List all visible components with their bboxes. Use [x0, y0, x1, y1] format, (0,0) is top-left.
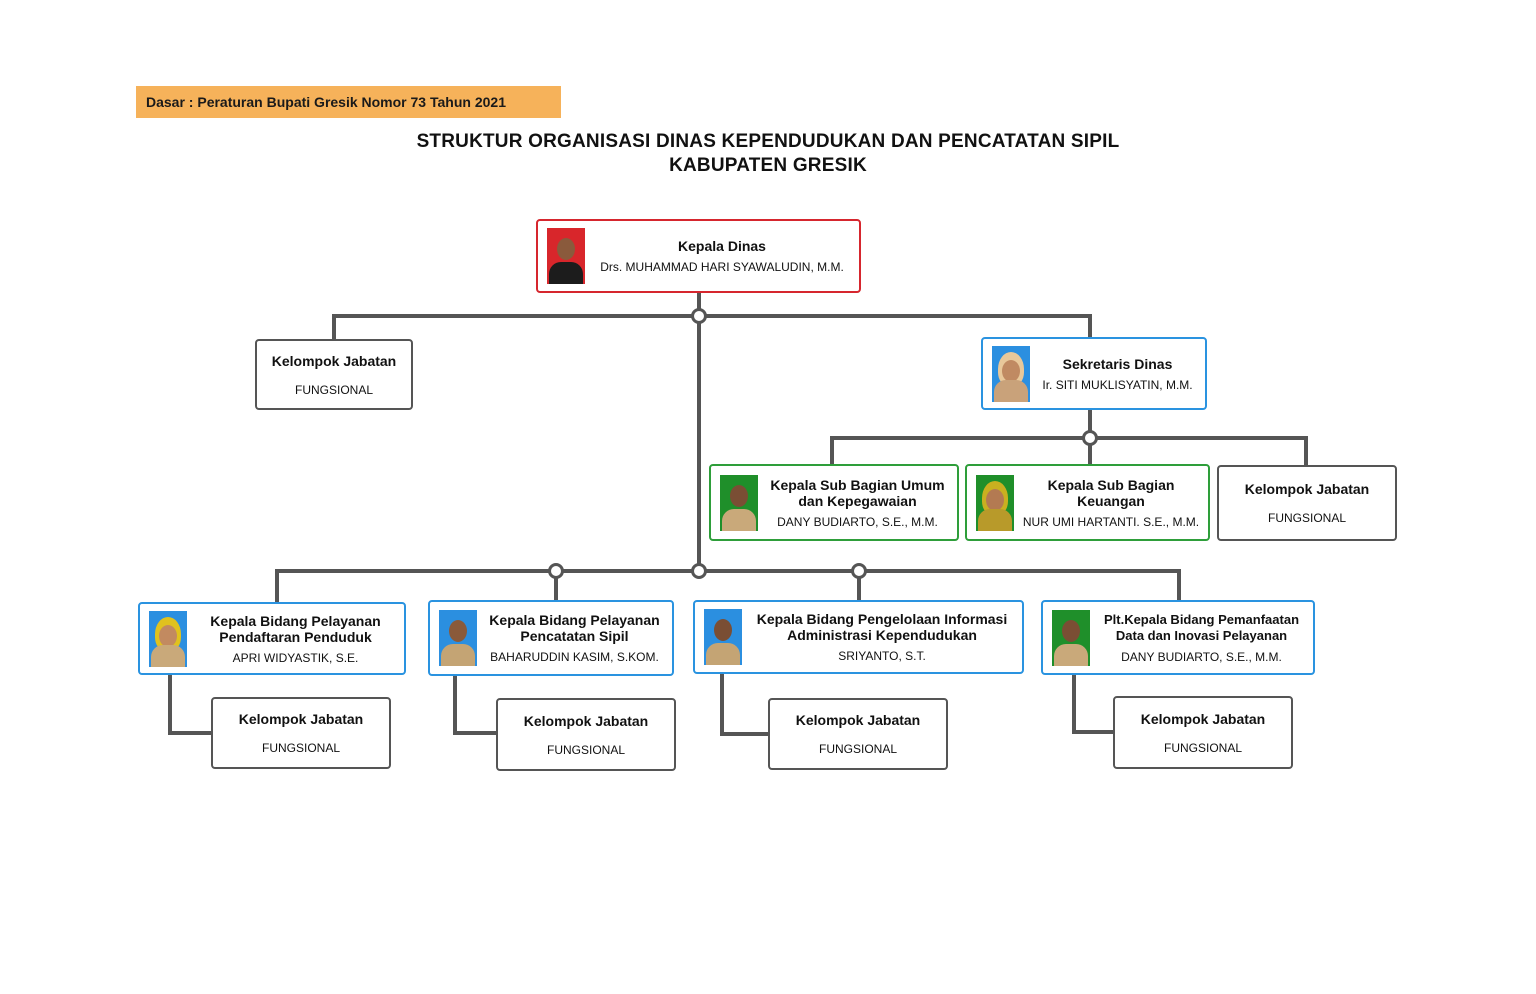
bidang-2-box: Kepala Bidang Pelayanan Pencatatan Sipil… [428, 600, 674, 676]
junction-dot [691, 308, 707, 324]
chart-title: STRUKTUR ORGANISASI DINAS KEPENDUDUKAN D… [416, 131, 1120, 152]
sekretaris-role: Sekretaris Dinas [1062, 355, 1173, 372]
subbag-keuangan-photo [976, 474, 1014, 531]
fungsional-name: FUNGSIONAL [546, 742, 625, 757]
subbag-umum-photo [720, 474, 758, 531]
subbag-umum-box: Kepala Sub Bagian Umum dan Kepegawaian D… [709, 464, 959, 541]
chart-subtitle: KABUPATEN GRESIK [669, 155, 867, 176]
bidang-3-role: Kepala Bidang Pengelolaan Informasi Admi… [756, 611, 1008, 643]
fungsional-name: FUNGSIONAL [294, 382, 373, 397]
kepala-dinas-role: Kepala Dinas [678, 238, 766, 254]
legal-basis-label: Dasar : Peraturan Bupati Gresik Nomor 73… [136, 86, 561, 118]
fungsional-bidang-2-box: Kelompok Jabatan FUNGSIONAL [496, 698, 676, 771]
kepala-dinas-box: Kepala Dinas Drs. MUHAMMAD HARI SYAWALUD… [536, 219, 861, 293]
bidang-4-name: DANY BUDIARTO, S.E., M.M. [1121, 649, 1282, 664]
bidang-1-box: Kepala Bidang Pelayanan Pendaftaran Pend… [138, 602, 406, 675]
bidang-1-role: Kepala Bidang Pelayanan Pendaftaran Pend… [210, 612, 381, 645]
fungsional-name: FUNGSIONAL [818, 742, 897, 756]
bidang-4-photo [1052, 609, 1090, 666]
fungsional-bidang-3-box: Kelompok Jabatan FUNGSIONAL [768, 698, 948, 770]
fungsional-top-box: Kelompok Jabatan FUNGSIONAL [255, 339, 413, 410]
fungsional-name: FUNGSIONAL [261, 741, 340, 755]
bidang-1-fungsional-line [168, 671, 215, 735]
bidang-4-role: Plt.Kepala Bidang Pemanfaatan Data dan I… [1103, 611, 1300, 643]
junction-dot [1082, 430, 1098, 446]
bidang-4-box: Plt.Kepala Bidang Pemanfaatan Data dan I… [1041, 600, 1315, 675]
fungsional-name: FUNGSIONAL [1267, 511, 1346, 525]
fungsional-role: Kelompok Jabatan [271, 352, 397, 369]
bidang-4-fungsional-line [1072, 671, 1117, 734]
bidang-3-fungsional-line [720, 671, 772, 736]
bidang-2-photo [439, 610, 477, 666]
junction-dot [851, 563, 867, 579]
fungsional-bidang-1-box: Kelompok Jabatan FUNGSIONAL [211, 697, 391, 769]
fungsional-role: Kelompok Jabatan [523, 712, 649, 729]
sekretaris-box: Sekretaris Dinas Ir. SITI MUKLISYATIN, M… [981, 337, 1207, 410]
subbag-keuangan-name: NUR UMI HARTANTI. S.E., M.M. [1022, 514, 1200, 529]
kepala-dinas-name: Drs. MUHAMMAD HARI SYAWALUDIN, M.M. [600, 260, 844, 274]
sekretaris-name: Ir. SITI MUKLISYATIN, M.M. [1042, 377, 1193, 392]
fungsional-role: Kelompok Jabatan [1140, 710, 1266, 727]
bidang-3-box: Kepala Bidang Pengelolaan Informasi Admi… [693, 600, 1024, 674]
fungsional-role: Kelompok Jabatan [795, 712, 921, 728]
fungsional-role: Kelompok Jabatan [1244, 481, 1370, 497]
junction-dot [691, 563, 707, 579]
bidang-2-fungsional-line [453, 672, 500, 735]
bidang-3-photo [704, 609, 742, 665]
bidang-3-name: SRIYANTO, S.T. [838, 649, 926, 663]
subbag-umum-role: Kepala Sub Bagian Umum dan Kepegawaian [770, 476, 945, 509]
subbag-keuangan-role: Kepala Sub Bagian Keuangan [1047, 476, 1175, 509]
sekretaris-photo [992, 345, 1030, 402]
fungsional-name: FUNGSIONAL [1163, 740, 1242, 755]
subbag-umum-name: DANY BUDIARTO, S.E., M.M. [777, 514, 938, 529]
bidang-1-photo [149, 610, 187, 667]
subbag-keuangan-box: Kepala Sub Bagian Keuangan NUR UMI HARTA… [965, 464, 1210, 541]
junction-dot [548, 563, 564, 579]
bidang-1-name: APRI WIDYASTIK, S.E. [232, 650, 359, 665]
bidang-2-role: Kepala Bidang Pelayanan Pencatatan Sipil [489, 612, 660, 644]
fungsional-bidang-4-box: Kelompok Jabatan FUNGSIONAL [1113, 696, 1293, 769]
kepala-dinas-photo [547, 228, 585, 284]
fungsional-role: Kelompok Jabatan [238, 711, 364, 727]
bidang-2-name: BAHARUDDIN KASIM, S.KOM. [490, 650, 659, 664]
fungsional-sek-box: Kelompok Jabatan FUNGSIONAL [1217, 465, 1397, 541]
